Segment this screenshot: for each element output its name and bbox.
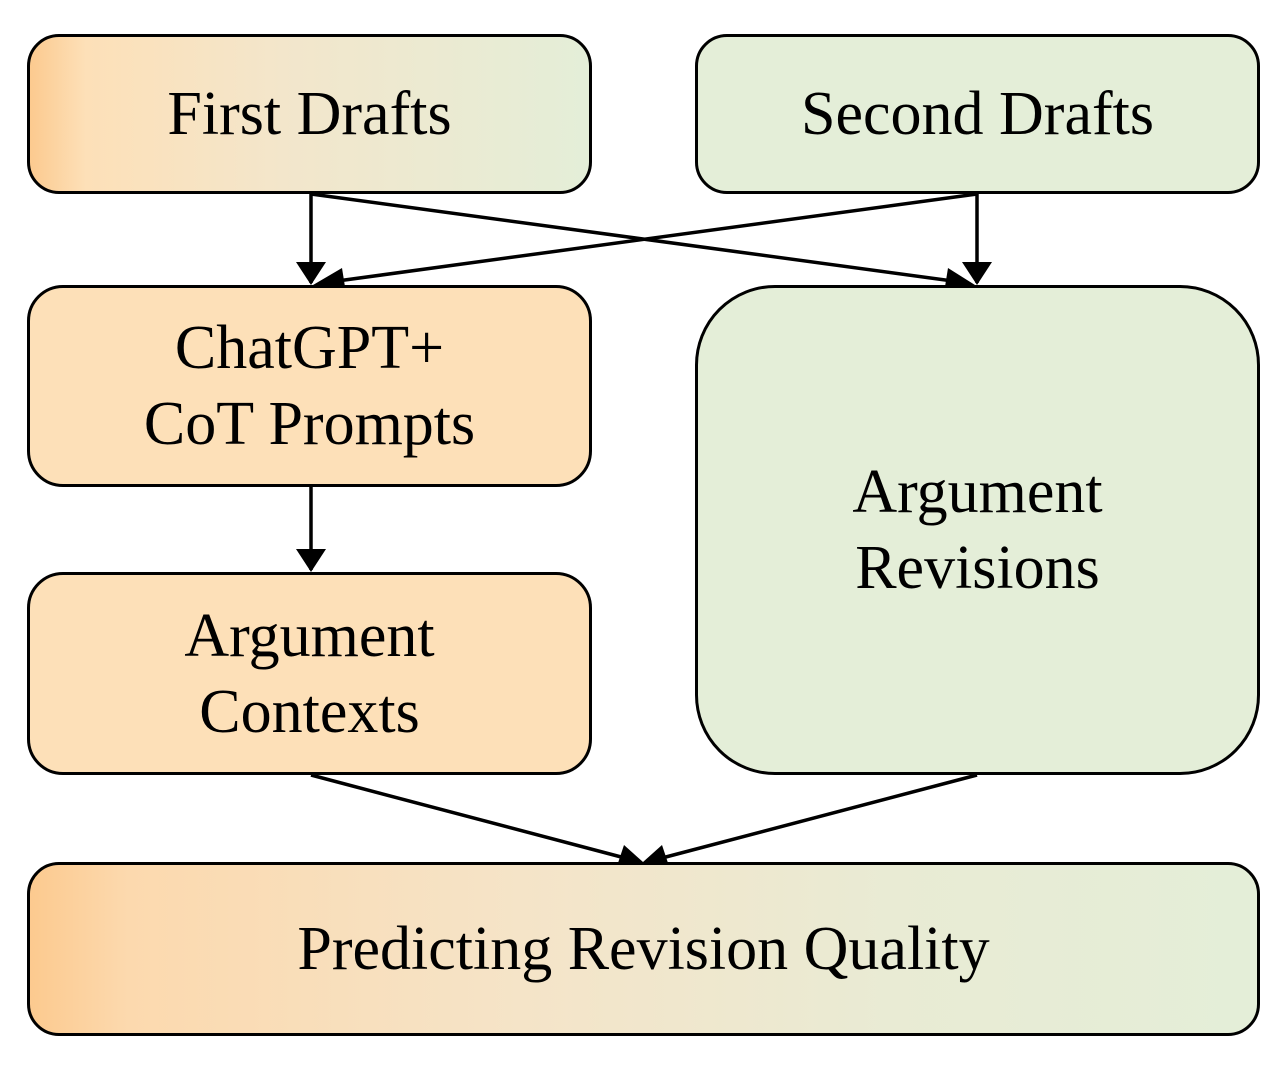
arrowhead-first-drafts-to-chatgpt [296,262,326,285]
argument-contexts-line-2: Contexts [199,677,420,746]
first-drafts-label: First Drafts [167,80,452,148]
arrow-first-drafts-to-revisions [310,192,961,284]
argument-revisions-line-1: Argument [852,458,1103,526]
second-drafts-label: Second Drafts [801,80,1154,148]
predicting-revision-quality-node: Predicting Revision Quality [27,862,1260,1036]
arrowhead-chatgpt-to-contexts [296,549,326,572]
argument-contexts-node: Argument Contexts [27,572,592,775]
second-drafts-node: Second Drafts [695,34,1260,194]
predicting-label: Predicting Revision Quality [297,915,990,983]
chatgpt-label-line-1: ChatGPT+ [174,314,445,382]
arrow-second-drafts-to-chatgpt [329,192,978,284]
first-drafts-node: First Drafts [27,34,592,194]
chatgpt-cot-prompts-node: ChatGPT+ CoT Prompts [27,285,592,487]
argument-contexts-line-1: Argument [184,601,435,670]
arrowhead-second-drafts-to-revisions [962,262,992,285]
arrow-revisions-to-predicting [661,773,978,860]
argument-revisions-line-2: Revisions [855,534,1100,602]
chatgpt-label-line-2: CoT Prompts [143,390,476,458]
arrow-contexts-to-predicting [310,773,626,860]
argument-revisions-node: Argument Revisions [695,285,1260,775]
